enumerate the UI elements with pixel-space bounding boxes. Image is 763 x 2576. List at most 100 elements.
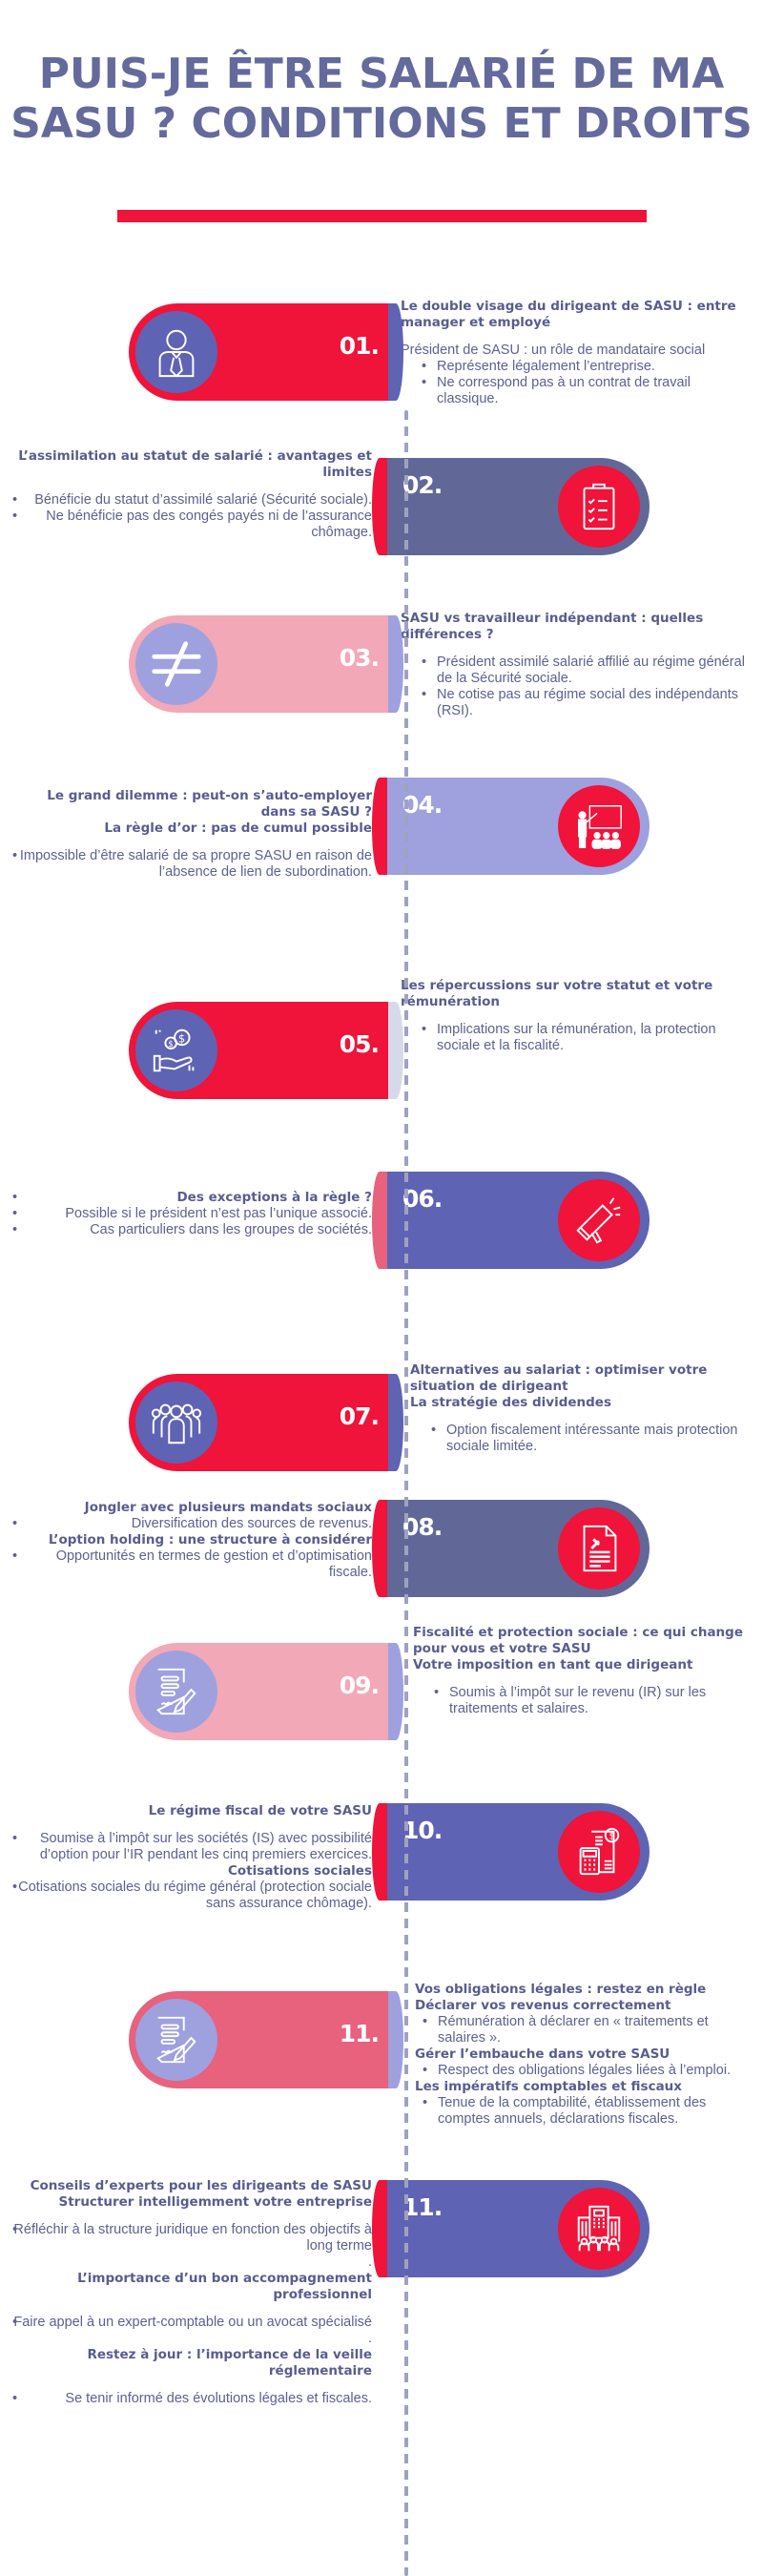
step-heading-2: L’option holding : une structure à consi… <box>48 1532 372 1548</box>
step-number: 01. <box>339 332 380 360</box>
list-item: Option fiscalement intéressante mais pro… <box>431 1423 763 1455</box>
list-item: Diversification des sources de revenus. <box>10 1516 372 1532</box>
step-number: 11. <box>339 2020 380 2047</box>
step-05-text: Les répercussions sur votre statut et vo… <box>401 978 753 1054</box>
list-item: Respect des obligations légales liées à … <box>423 2063 758 2079</box>
list-item: Cotisations sociales du régime général (… <box>10 1880 372 1912</box>
teacher-presentation-icon <box>558 785 640 867</box>
pill-accent <box>388 1002 403 1099</box>
timeline-dashed-line <box>404 410 408 2576</box>
list-item: Ne bénéficie pas des congés payés ni de … <box>10 509 372 541</box>
step-number: 02. <box>402 471 443 499</box>
step-subheading: Structurer intelligemment votre entrepri… <box>58 2194 372 2210</box>
step-06-text: Des exceptions à la règle ? Possible si … <box>10 1190 372 1238</box>
list-item: Ne cotise pas au régime social des indép… <box>422 687 753 719</box>
step-02-pill: 02. <box>372 458 650 555</box>
list-item: Bénéficie du statut d’assimilé salarié (… <box>10 492 372 509</box>
office-building-team-icon <box>558 2188 640 2270</box>
step-number: 11. <box>402 2193 443 2221</box>
list-item: Tenue de la comptabilité, établissement … <box>423 2095 758 2128</box>
svg-text:$: $ <box>609 1831 615 1841</box>
section-heading: Déclarer vos revenus correctement <box>415 1998 671 2013</box>
clipboard-checklist-icon <box>558 466 640 548</box>
list-item: Ne correspond pas à un contrat de travai… <box>422 375 753 407</box>
step-04-pill: 04. <box>372 778 650 875</box>
not-equal-icon <box>135 623 217 705</box>
step-subheading: La règle d’or : pas de cumul possible <box>104 821 372 836</box>
list-item: Soumise à l’impôt sur les sociétés (IS) … <box>10 1831 372 1863</box>
step-number: 08. <box>402 1513 443 1541</box>
step-07-pill: 07. <box>129 1374 403 1471</box>
list-item: Se tenir informé des évolutions légales … <box>10 2391 372 2407</box>
pill-accent <box>372 1803 387 1901</box>
page-title-line-1: PUIS-JE ÊTRE SALARIÉ DE MA <box>38 50 725 98</box>
step-number: 03. <box>339 644 380 672</box>
step-07-text: Alternatives au salariat : optimiser vot… <box>410 1362 763 1455</box>
page-title: PUIS-JE ÊTRE SALARIÉ DE MA SASU ? CONDIT… <box>0 50 763 149</box>
list-item: Soumis à l’impôt sur le revenu (IR) sur … <box>434 1685 763 1717</box>
step-02-text: L’assimilation au statut de salarié : av… <box>10 448 372 541</box>
step-number: 10. <box>402 1817 443 1844</box>
step-heading-2: L’importance d’un bon accompagnement pro… <box>77 2271 372 2302</box>
section-heading: Gérer l’embauche dans votre SASU <box>415 2046 670 2062</box>
list-item: Cas particuliers dans les groupes de soc… <box>10 1222 372 1238</box>
section-heading: Les impératifs comptables et fiscaux <box>415 2079 682 2094</box>
step-10-pill: $ 10. <box>372 1803 650 1901</box>
step-03-pill: 03. <box>129 615 403 713</box>
list-item: Faire appel à un expert-comptable ou un … <box>10 2315 372 2331</box>
pill-accent <box>388 1991 403 2088</box>
step-heading: Vos obligations légales : restez en règl… <box>415 1982 707 1997</box>
step-heading: Les répercussions sur votre statut et vo… <box>401 978 713 1009</box>
pill-accent <box>372 1500 387 1597</box>
step-heading: Jongler avec plusieurs mandats sociaux <box>84 1500 372 1515</box>
pill-accent <box>388 615 403 713</box>
list-item: Président assimilé salarié affilié au ré… <box>422 654 753 687</box>
step-heading: Le régime fiscal de votre SASU <box>148 1803 372 1818</box>
legal-document-icon <box>558 1507 640 1589</box>
list-item: Rémunération à déclarer en « traitements… <box>423 2014 758 2046</box>
stray-dot: . <box>367 2254 372 2270</box>
step-subheading: La stratégie des dividendes <box>410 1395 611 1410</box>
stray-dot: . <box>367 2331 372 2346</box>
step-intro: Président de SASU : un rôle de mandatair… <box>401 343 706 358</box>
signed-contract-icon <box>135 1651 217 1733</box>
step-09-text: Fiscalité et protection sociale : ce qui… <box>413 1625 763 1717</box>
step-08-pill: 08. <box>372 1500 650 1597</box>
pill-accent <box>388 1374 403 1471</box>
pill-accent <box>388 303 403 401</box>
pill-accent <box>372 2180 387 2277</box>
step-heading: Le grand dilemme : peut-on s’auto-employ… <box>47 788 372 820</box>
step-11-text: Vos obligations légales : restez en règl… <box>415 1982 758 2128</box>
list-item: Opportunités en termes de gestion et d’o… <box>10 1548 372 1581</box>
step-08-text: Jongler avec plusieurs mandats sociaux D… <box>10 1500 372 1581</box>
step-number: 09. <box>339 1672 380 1699</box>
step-subheading: Votre imposition en tant que dirigeant <box>413 1657 693 1672</box>
list-item: Réfléchir à la structure juridique en fo… <box>10 2222 372 2254</box>
step-05-pill: $$ 05. <box>129 1002 403 1099</box>
list-item: Implications sur la rémunération, la pro… <box>422 1022 753 1054</box>
calculator-tax-icon: $ <box>558 1811 640 1893</box>
step-04-text: Le grand dilemme : peut-on s’auto-employ… <box>10 788 372 881</box>
step-12-pill: 11. <box>372 2180 650 2277</box>
step-number: 06. <box>402 1185 443 1213</box>
step-11-pill: 11. <box>129 1991 403 2088</box>
list-item: Représente légalement l’entreprise. <box>422 359 753 375</box>
list-item-heading: Des exceptions à la règle ? <box>10 1190 372 1206</box>
step-01-pill: 01. <box>129 303 403 401</box>
title-underline-bar <box>117 210 647 222</box>
businessman-icon <box>135 311 217 393</box>
step-heading-3: Restez à jour : l’importance de la veill… <box>87 2347 372 2379</box>
step-heading: L’assimilation au statut de salarié : av… <box>18 448 372 480</box>
pill-accent <box>372 1172 387 1269</box>
list-item: Possible si le président n’est pas l’uni… <box>10 1206 372 1222</box>
step-number: 05. <box>339 1030 380 1058</box>
step-12-text: Conseils d’experts pour les dirigeants d… <box>10 2178 372 2407</box>
hand-coins-icon: $$ <box>135 1009 217 1091</box>
step-01-text: Le double visage du dirigeant de SASU : … <box>401 299 753 407</box>
step-heading: SASU vs travailleur indépendant : quelle… <box>401 611 704 642</box>
step-number: 04. <box>402 791 443 819</box>
pill-accent <box>372 778 387 875</box>
step-03-text: SASU vs travailleur indépendant : quelle… <box>401 611 753 719</box>
step-heading: Conseils d’experts pour les dirigeants d… <box>30 2178 372 2193</box>
list-item: Impossible d’être salarié de sa propre S… <box>10 848 372 881</box>
